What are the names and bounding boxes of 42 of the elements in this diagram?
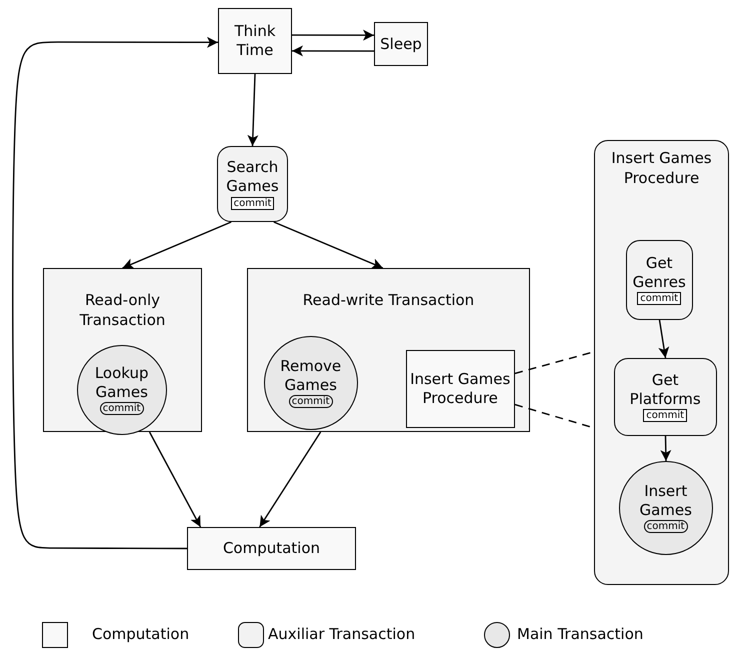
arrow [658,320,670,358]
process-box [406,350,515,428]
auxiliary-transaction-box [614,358,717,436]
node-label: Insert Games [638,482,693,520]
process-box [374,22,428,66]
node-label: Sleep [380,34,422,54]
legend-label: Auxiliar Transaction [268,625,416,643]
process-box [218,8,292,74]
commit-tag: commit [637,292,682,306]
commit-tag: commit [288,395,333,408]
container-heading: Read-write Transaction [302,291,476,310]
node-label: Insert Games Procedure [409,370,512,408]
node-label: Lookup Games [94,364,150,402]
node-label: Think Time [233,22,277,60]
arrow [122,221,232,269]
arrow [660,436,672,462]
arrow [292,30,374,41]
container-heading: Read-only Transaction [78,291,166,330]
node-label: Get Platforms [628,370,702,408]
commit-tag: commit [230,196,274,210]
transaction-container [43,268,202,432]
arrow [292,45,374,56]
node-label: Remove Games [279,356,342,394]
commit-tag: commit [644,520,688,534]
arrow [274,221,384,269]
procedure-panel [594,140,729,585]
legend-label: Computation [92,625,190,643]
transaction-container [247,268,530,432]
legend-label: Main Transaction [517,625,644,643]
arrow [148,432,202,528]
arrow [12,36,219,550]
commit-tag: commit [100,402,144,416]
auxiliary-transaction-box [217,146,288,222]
commit-tag: commit [643,409,688,422]
node-label: Search Games [225,158,280,196]
node-label: Computation [222,539,320,558]
arrow [247,74,258,146]
node-label: Get Genres [632,254,687,292]
container-heading: Insert Games Procedure [610,149,713,188]
auxiliary-transaction-box [626,240,693,320]
process-box [187,527,356,570]
arrow [259,432,322,528]
